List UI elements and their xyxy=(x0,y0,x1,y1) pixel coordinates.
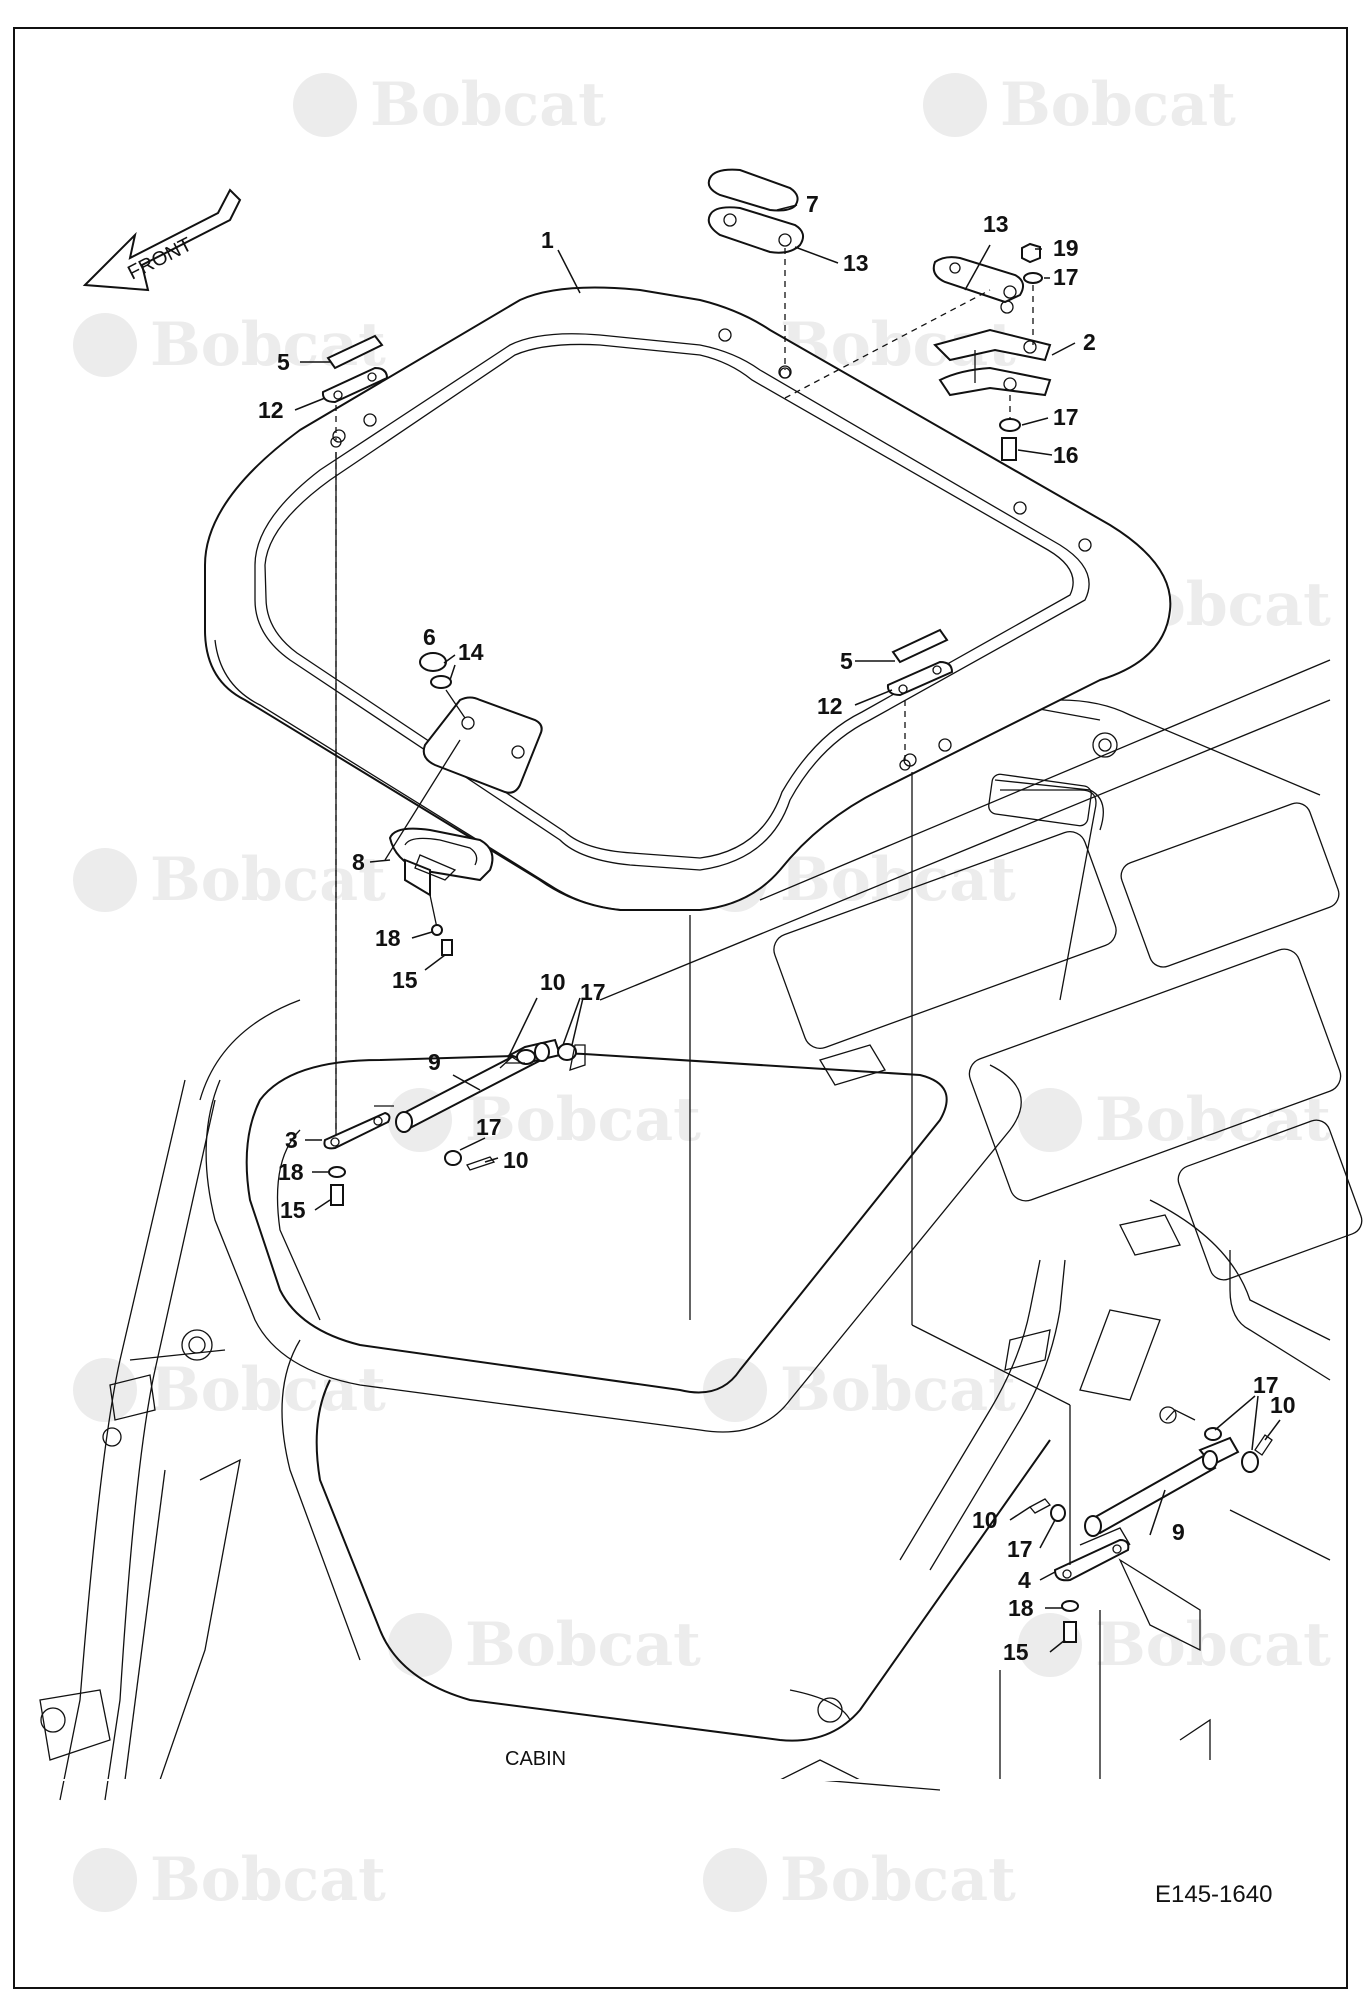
callout-13a: 13 xyxy=(843,250,869,276)
watermark-text: Bobcat xyxy=(1095,1085,1331,1155)
bracket-4 xyxy=(1053,1527,1131,1643)
callout-1: 1 xyxy=(541,227,554,253)
roof-window-assembly xyxy=(204,286,1172,911)
callout-17e: 17 xyxy=(1253,1372,1279,1398)
callout-19: 19 xyxy=(1053,235,1079,261)
cabin-label: CABIN xyxy=(505,1748,566,1770)
callout-3: 3 xyxy=(285,1127,298,1153)
callout-12b: 12 xyxy=(817,693,843,719)
callout-10a: 10 xyxy=(540,969,566,995)
projection-lines xyxy=(335,452,1071,1565)
callout-5a: 5 xyxy=(277,349,290,375)
callout-4: 4 xyxy=(1018,1567,1031,1593)
gas-strut-right xyxy=(1028,1406,1273,1537)
watermark-text: Bobcat xyxy=(150,845,386,915)
watermark-text: Bobcat xyxy=(150,1845,386,1915)
callout-17d: 17 xyxy=(476,1114,502,1140)
callout-2: 2 xyxy=(1083,329,1096,355)
callout-9b: 9 xyxy=(1172,1519,1185,1545)
callout-6: 6 xyxy=(423,624,436,650)
callout-10d: 10 xyxy=(972,1507,998,1533)
drawing-number: E145-1640 xyxy=(1155,1881,1272,1908)
bracket-3 xyxy=(323,1111,391,1206)
callout-labels: 1 2 3 4 5 5 6 7 8 9 9 10 10 10 10 12 12 … xyxy=(258,191,1296,1665)
watermark-text: Bobcat xyxy=(465,1085,701,1155)
front-label: FRONT xyxy=(124,234,195,285)
pad-7-plate-13 xyxy=(707,168,991,399)
drawing-frame xyxy=(13,27,1348,1989)
callout-18b: 18 xyxy=(278,1159,304,1185)
watermark-text: Bobcat xyxy=(1095,1610,1331,1680)
watermark-text: Bobcat xyxy=(780,1845,1016,1915)
callout-18c: 18 xyxy=(1008,1595,1034,1621)
callout-leaders xyxy=(294,204,1281,1653)
hinge-bracket-2 xyxy=(932,242,1052,461)
front-arrow: FRONT xyxy=(82,188,242,292)
latch-8 xyxy=(384,739,494,956)
callout-10c: 10 xyxy=(1270,1392,1296,1418)
callout-17c: 17 xyxy=(580,979,606,1005)
callout-10b: 10 xyxy=(503,1147,529,1173)
callout-13b: 13 xyxy=(983,211,1009,237)
watermark-text: Bobcat xyxy=(1000,70,1236,140)
callout-17b: 17 xyxy=(1053,404,1079,430)
watermark-text: Bobcat xyxy=(370,70,606,140)
pad-5-plate-12-left xyxy=(321,334,389,448)
callout-9a: 9 xyxy=(428,1049,441,1075)
callout-14: 14 xyxy=(458,639,484,665)
watermark-text: Bobcat xyxy=(465,1610,701,1680)
callout-17f: 17 xyxy=(1007,1536,1033,1562)
callout-18a: 18 xyxy=(375,925,401,951)
callout-15a: 15 xyxy=(392,967,418,993)
callout-8: 8 xyxy=(352,849,365,875)
watermark-text: Bobcat xyxy=(150,310,386,380)
cabin-structure xyxy=(39,659,1363,1801)
callout-12a: 12 xyxy=(258,397,284,423)
watermark-text: Bobcat xyxy=(780,845,1016,915)
callout-15b: 15 xyxy=(280,1197,306,1223)
callout-5b: 5 xyxy=(840,648,853,674)
watermark-text: Bobcat xyxy=(150,1355,386,1425)
callout-15c: 15 xyxy=(1003,1639,1029,1665)
callout-7: 7 xyxy=(806,191,819,217)
callout-17a: 17 xyxy=(1053,264,1079,290)
callout-16: 16 xyxy=(1053,442,1079,468)
watermark-text: Bobcat xyxy=(780,1355,1016,1425)
